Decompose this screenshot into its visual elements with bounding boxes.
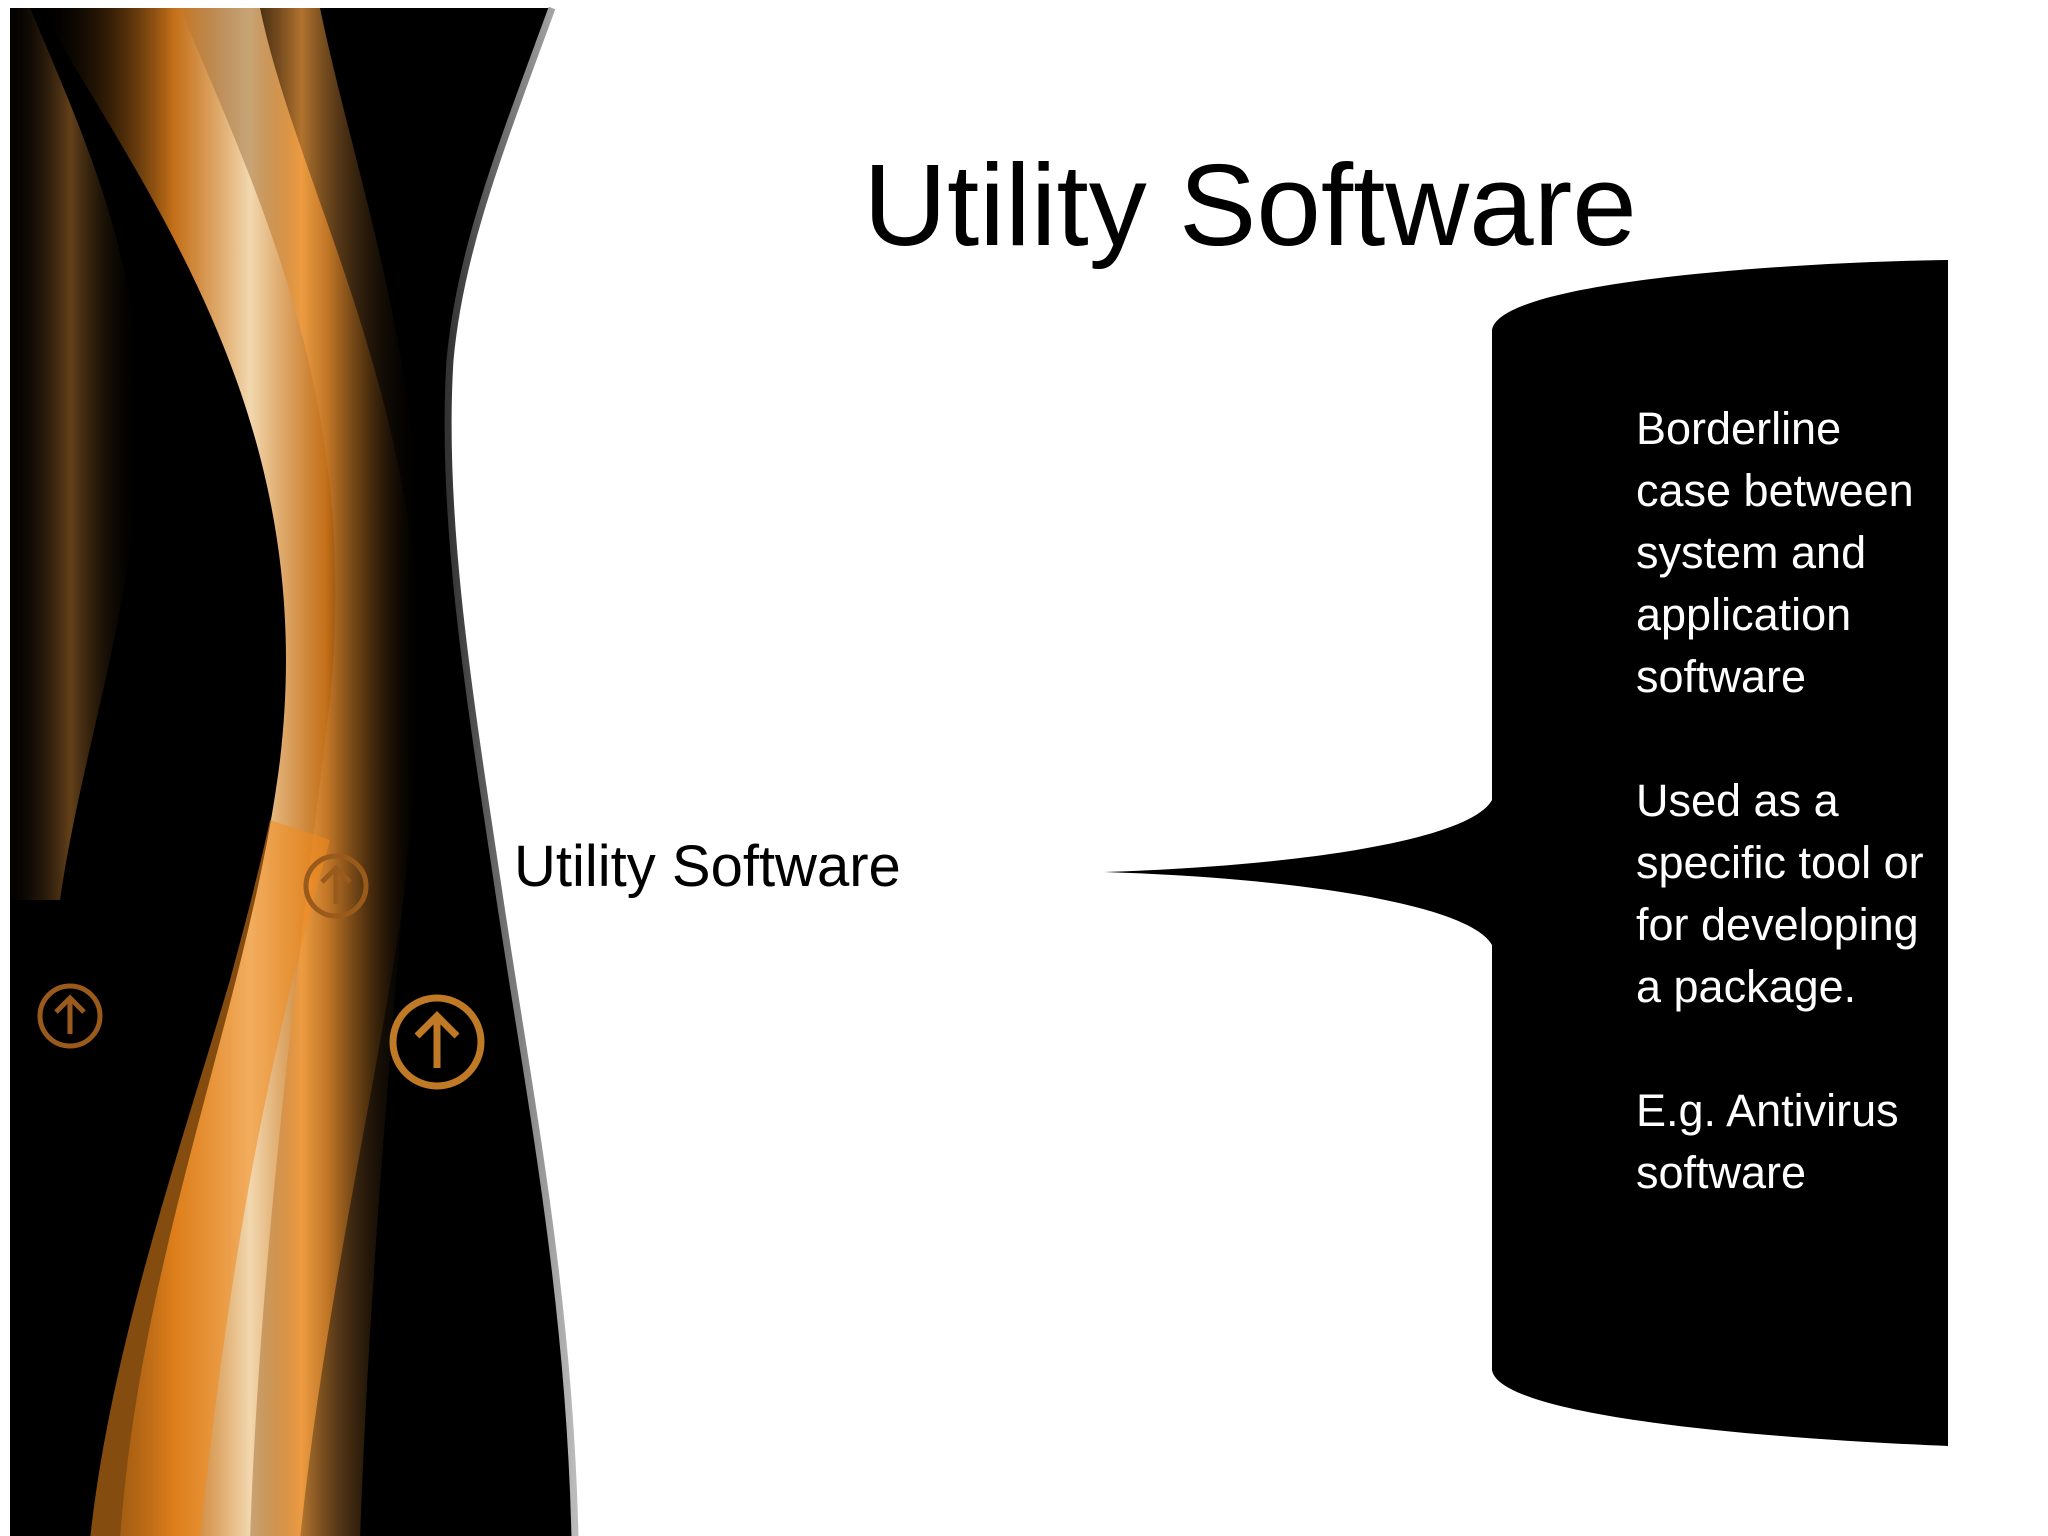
- callout-paragraph: E.g. Antivirus software: [1636, 1085, 1899, 1198]
- callout-panel: [1104, 260, 1948, 1446]
- diagram-node-label: Utility Software: [514, 834, 901, 899]
- slide-title: Utility Software: [863, 140, 1637, 270]
- up-arrow-circle-icon: [303, 853, 369, 919]
- callout-paragraph: Used as a specific tool or for developin…: [1636, 775, 1924, 1012]
- up-arrow-circle-icon: [389, 994, 485, 1090]
- up-arrow-circle-icon: [37, 983, 103, 1049]
- callout-text: Borderline case between system and appli…: [1636, 398, 1936, 1204]
- callout-paragraph: Borderline case between system and appli…: [1636, 403, 1914, 702]
